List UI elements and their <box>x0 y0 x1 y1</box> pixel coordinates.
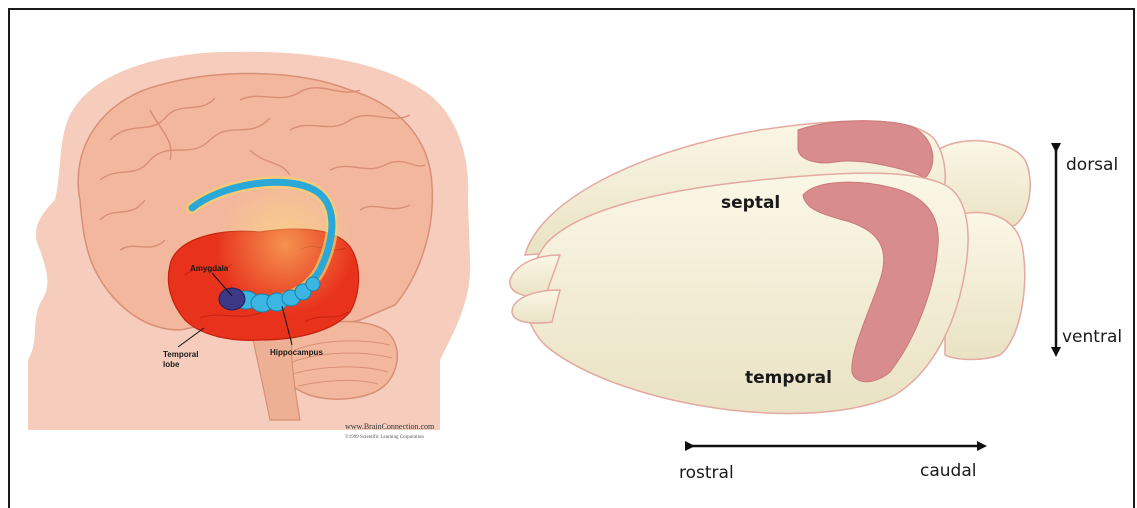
amygdala-label: Amygdala <box>190 264 229 273</box>
olfactory-bulb-lower <box>512 290 560 323</box>
septal-label: septal <box>721 193 780 213</box>
temporal-label: temporal <box>745 368 832 388</box>
credit-site: www.BrainConnection.com <box>345 422 435 431</box>
human-brain-illustration: Amygdala Temporal lobe Hippocampus www.B… <box>28 52 470 440</box>
caudal-label: caudal <box>920 461 976 481</box>
amygdala <box>219 288 245 310</box>
dorsal-label: dorsal <box>1066 155 1118 175</box>
ventral-label: ventral <box>1062 327 1122 347</box>
rodent-brain-schematic: septal temporal dorsal ventral rostral c… <box>510 121 1122 483</box>
hippocampus-label: Hippocampus <box>270 348 323 357</box>
rostral-label: rostral <box>679 463 734 483</box>
figure-svg: Amygdala Temporal lobe Hippocampus www.B… <box>0 0 1137 490</box>
temporal-lobe-label-line1: Temporal <box>163 350 198 359</box>
credit-copyright: ©1999 Scientific Learning Corporation <box>345 434 424 440</box>
temporal-lobe-label-line2: lobe <box>163 360 180 369</box>
